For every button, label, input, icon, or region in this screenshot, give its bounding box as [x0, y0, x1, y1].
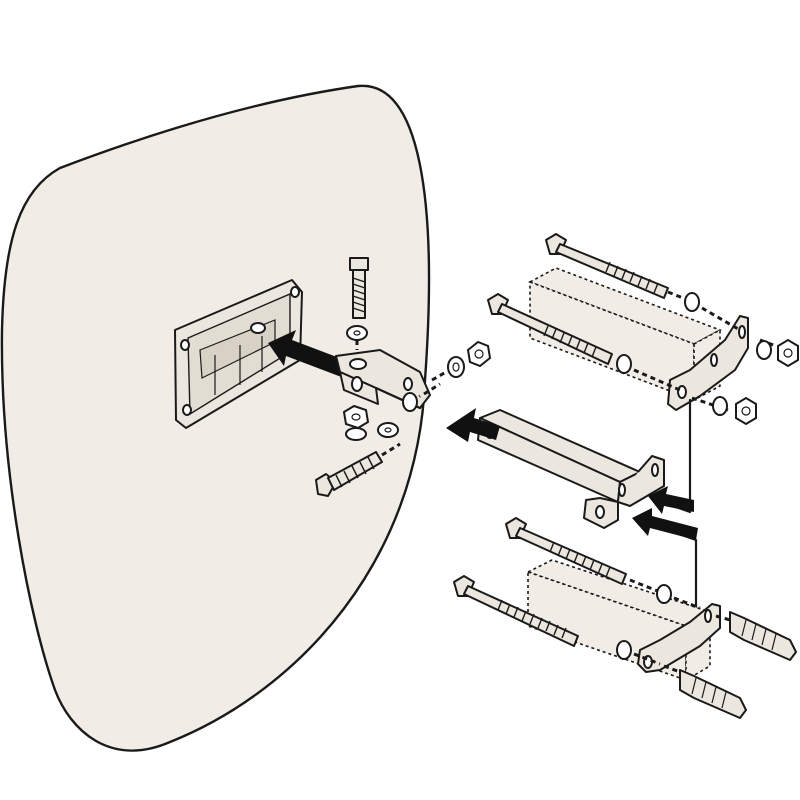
arrow-to-mount-plate: [268, 330, 350, 378]
washer: [684, 292, 700, 312]
washer: [346, 325, 368, 341]
lag-bolt: [453, 575, 579, 647]
hex-nut: [342, 404, 370, 430]
washer: [656, 584, 672, 604]
lag-bolt: [349, 257, 369, 319]
hex-nut: [777, 338, 799, 368]
arrow-to-extension-arm-lower: [632, 508, 698, 540]
washer: [447, 356, 465, 378]
extension-arm: [477, 409, 665, 529]
hex-nut: [466, 340, 492, 368]
lag-bolt: [487, 293, 613, 365]
lag-bolt: [315, 451, 383, 497]
washer: [345, 427, 367, 441]
washer: [616, 640, 632, 660]
wall-plug: [729, 611, 797, 661]
washer: [616, 354, 632, 374]
lag-bolt: [545, 233, 669, 299]
lag-bolt: [505, 517, 627, 585]
wooden-post: [528, 267, 722, 402]
arrow-to-extension-arm: [648, 486, 694, 514]
washer: [712, 396, 728, 416]
washer: [377, 422, 399, 438]
washer: [756, 340, 772, 360]
wall-bracket: [637, 603, 721, 673]
washer: [402, 392, 418, 412]
mirror-panel: [0, 84, 431, 752]
wall-plug: [679, 669, 747, 719]
hex-nut: [735, 396, 757, 426]
arrow-to-swivel-bracket: [446, 408, 500, 442]
